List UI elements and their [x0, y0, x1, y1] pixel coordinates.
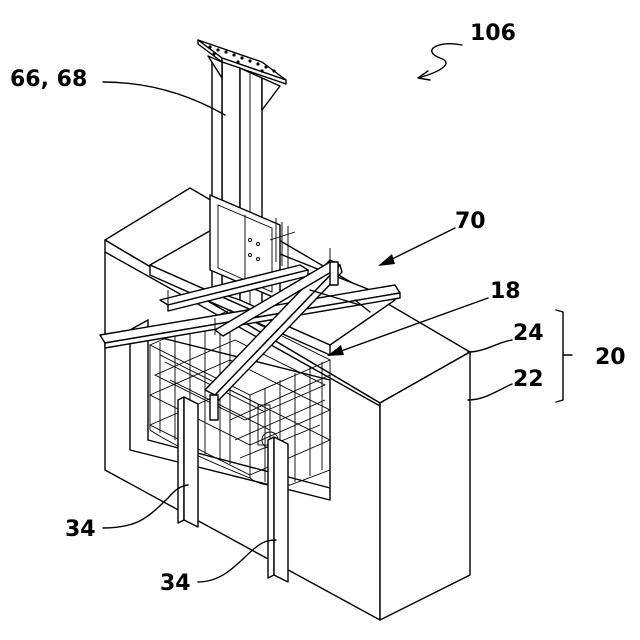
label-assembly: 106: [470, 21, 516, 46]
bracket-foundation: [556, 310, 563, 402]
label-lower-block: 22: [513, 367, 544, 392]
leader-upper-layer: [468, 340, 512, 352]
label-pile-left: 34: [65, 517, 96, 542]
label-foundation: 20: [595, 345, 626, 370]
label-pile-right: 34: [160, 571, 191, 596]
label-frame: 70: [455, 209, 486, 234]
leader-lower-block: [468, 384, 512, 400]
label-cage: 18: [490, 279, 521, 304]
arrow-frame: [378, 254, 395, 266]
label-column: 66, 68: [10, 67, 87, 92]
label-upper-layer: 24: [513, 321, 544, 346]
leader-column: [103, 82, 225, 115]
